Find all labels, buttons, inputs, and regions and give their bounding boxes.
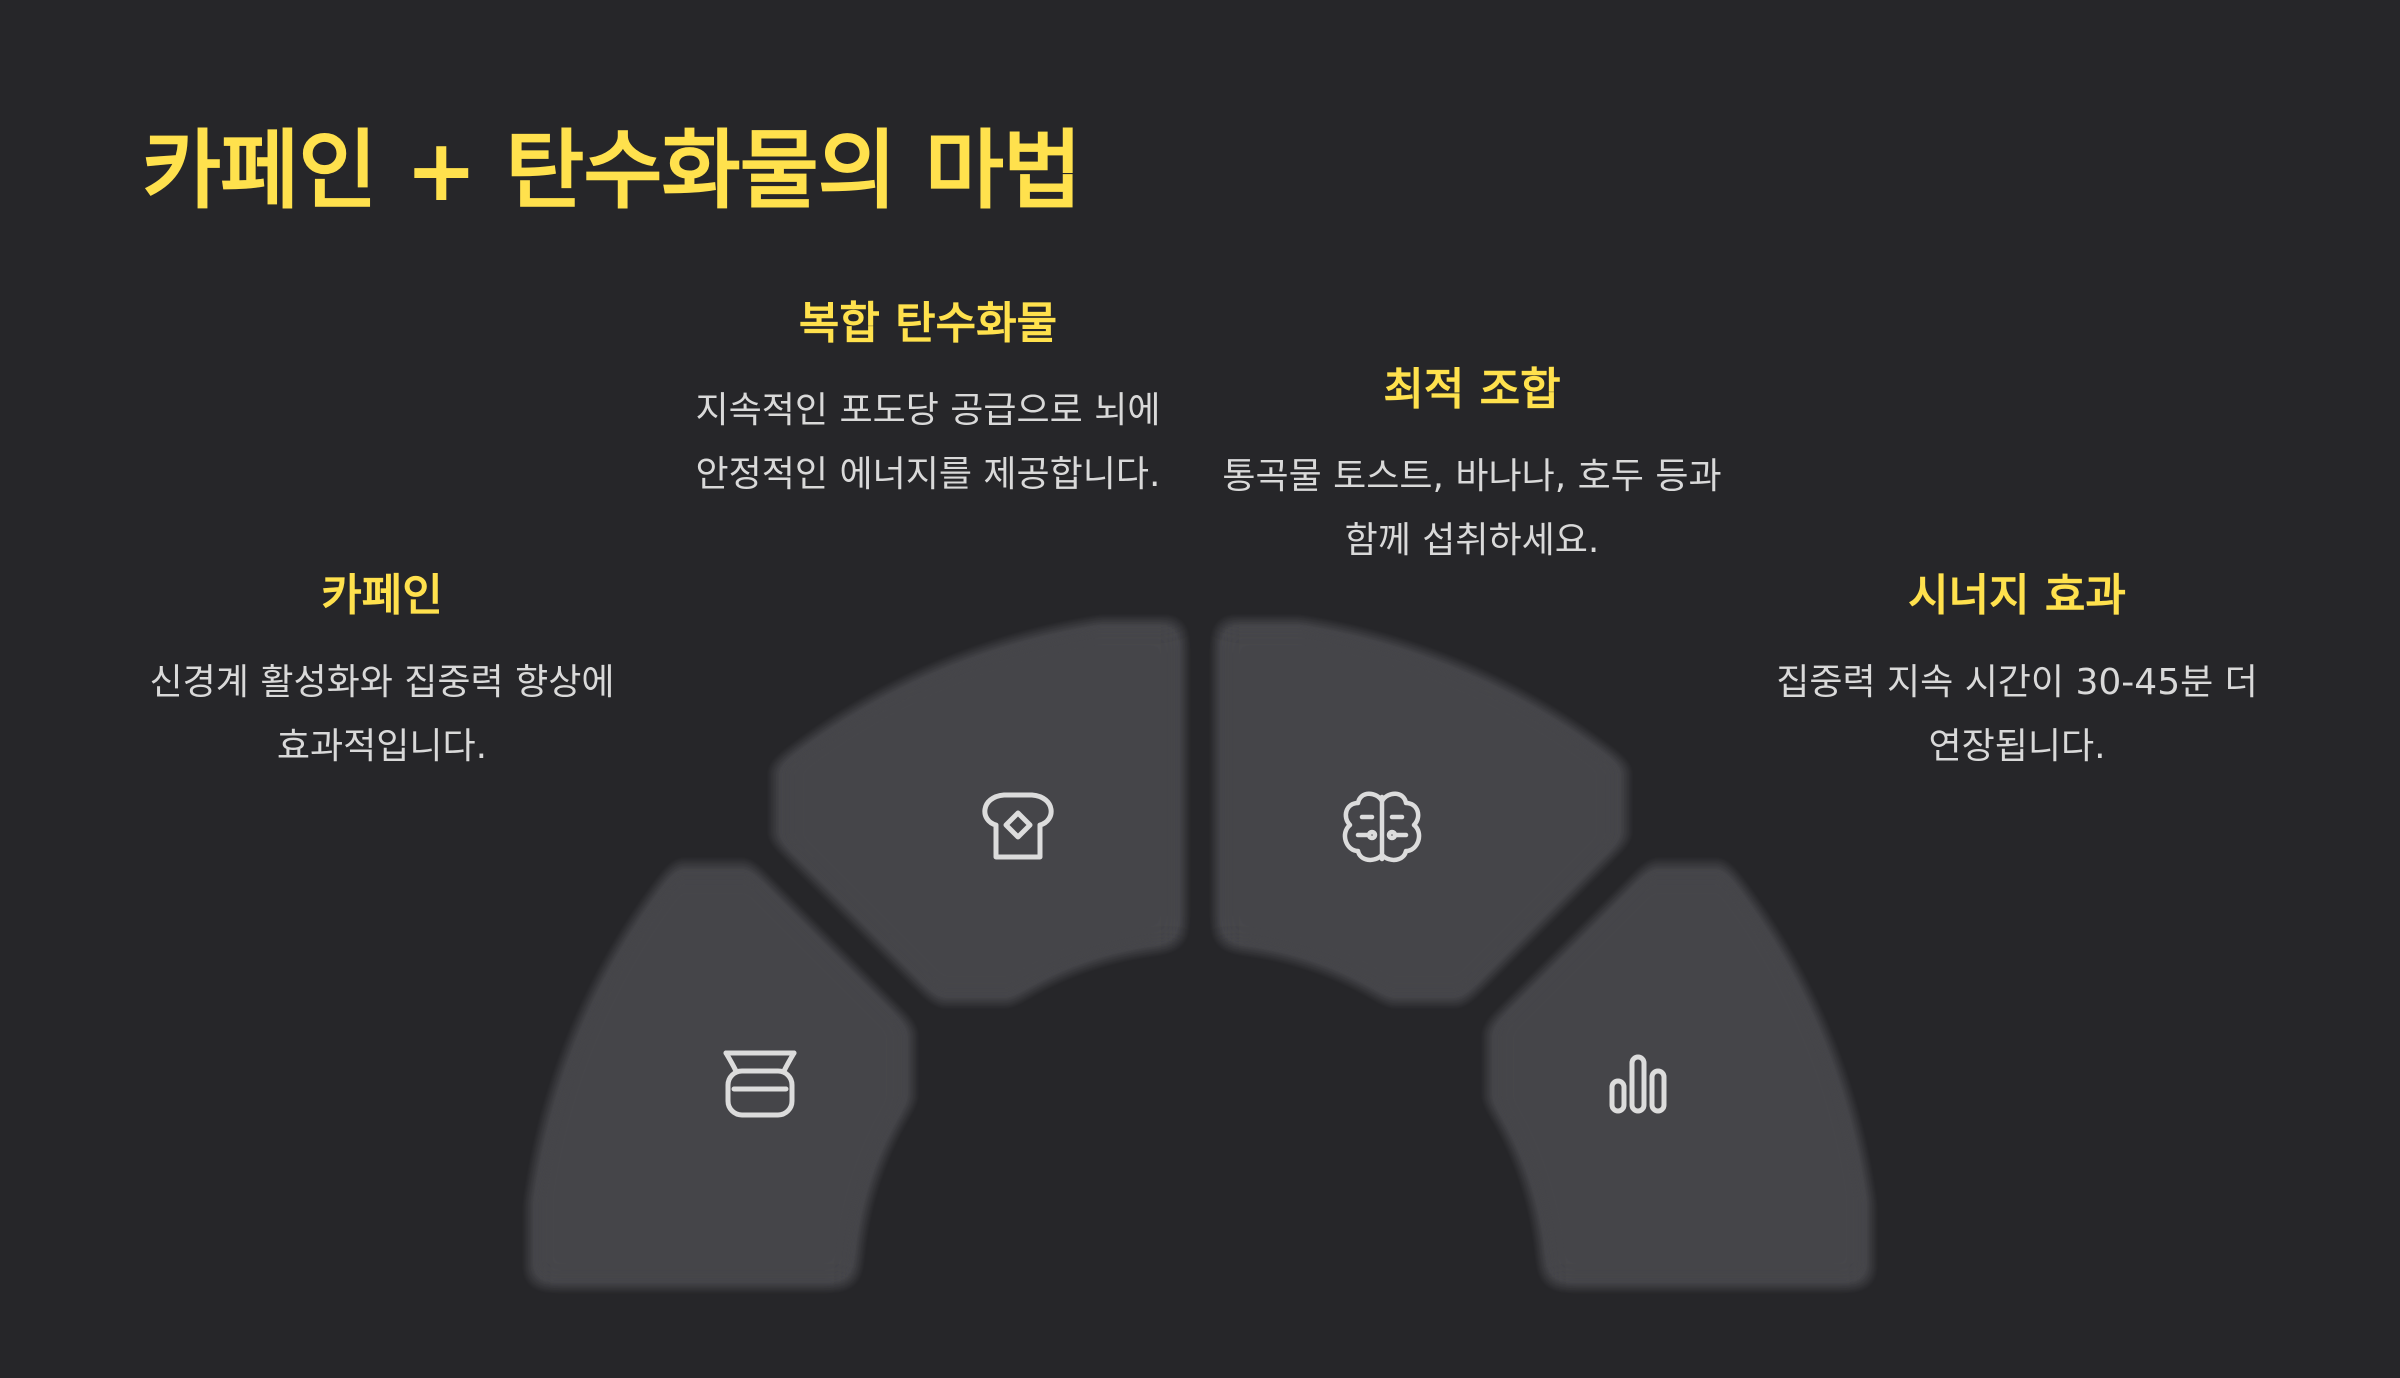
page-title: 카페인 + 탄수화물의 마법: [142, 121, 1082, 221]
brain-icon: [1342, 791, 1422, 863]
item-synergy: 시너지 효과 집중력 지속 시간이 30-45분 더 연장됩니다.: [1767, 570, 2267, 779]
coffee-pot-icon: [723, 1050, 797, 1118]
item-title-optimal-combo: 최적 조합: [1383, 364, 1561, 415]
segment-synergy: [1449, 818, 1880, 1290]
item-caffeine: 카페인 신경계 활성화와 집중력 향상에 효과적입니다.: [132, 570, 632, 779]
item-desc-complex-carbs: 지속적인 포도당 공급으로 뇌에 안정적인 에너지를 제공합니다.: [695, 389, 1161, 495]
item-desc-synergy: 집중력 지속 시간이 30-45분 더 연장됩니다.: [1776, 661, 2258, 767]
segment-optimal-combo: [1212, 610, 1672, 1041]
bar-chart-icon: [1609, 1054, 1667, 1114]
item-title-complex-carbs: 복합 탄수화물: [798, 298, 1058, 349]
item-desc-optimal-combo: 통곡물 토스트, 바나나, 호두 등과 함께 섭취하세요.: [1222, 455, 1722, 561]
item-optimal-combo: 최적 조합 통곡물 토스트, 바나나, 호두 등과 함께 섭취하세요.: [1222, 364, 1722, 573]
item-desc-caffeine: 신경계 활성화와 집중력 향상에 효과적입니다.: [149, 661, 615, 767]
segment-complex-carbs: [728, 610, 1188, 1041]
item-complex-carbs: 복합 탄수화물 지속적인 포도당 공급으로 뇌에 안정적인 에너지를 제공합니다…: [678, 298, 1178, 507]
toast-icon: [982, 792, 1054, 860]
item-title-synergy: 시너지 효과: [1908, 570, 2126, 621]
item-title-caffeine: 카페인: [321, 570, 443, 621]
